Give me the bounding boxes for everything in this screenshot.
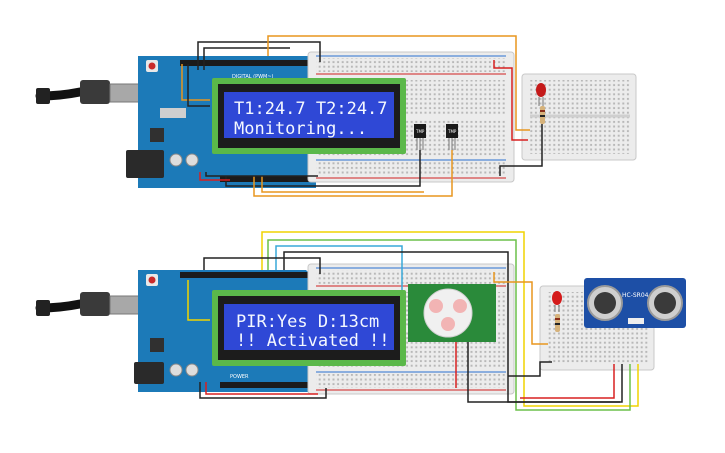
breadboard-small-top	[521, 73, 637, 161]
ultrasonic-sensor[interactable]: HC-SR04	[584, 278, 686, 328]
lcd-top-line2: Monitoring...	[234, 119, 367, 139]
lcd-bottom-line2: !! Activated !!	[236, 331, 390, 351]
lcd-top-line1: T1:24.7 T2:24.7	[234, 99, 388, 119]
lcd-bottom-line1: PIR:Yes D:13cm	[236, 312, 379, 332]
bottom-circuit: POWER	[35, 231, 686, 411]
ultrasonic-transducer-icon	[587, 285, 683, 321]
tmp36-sensor-icon[interactable]: TMP	[414, 124, 426, 150]
arduino-label: DIGITAL (PWM~)	[232, 74, 274, 80]
lcd-display-bottom: PIR:Yes D:13cm !! Activated !!	[212, 290, 406, 366]
tmp-label-2: TMP	[447, 129, 457, 134]
pir-dome-icon	[423, 288, 473, 338]
top-circuit: DIGITAL (PWM~)	[35, 35, 637, 197]
ultrasonic-model: HC-SR04	[622, 292, 649, 299]
lcd-display-top: T1:24.7 T2:24.7 Monitoring...	[212, 78, 406, 154]
resistor-icon	[555, 314, 560, 332]
led-red-icon[interactable]	[552, 291, 562, 312]
tmp36-sensor-icon[interactable]: TMP	[446, 124, 458, 150]
arduino-label-bottom: POWER	[230, 374, 249, 380]
led-red-icon[interactable]	[536, 83, 546, 106]
wires-bottom	[187, 231, 639, 411]
resistor-icon	[540, 106, 545, 124]
pir-sensor[interactable]	[408, 284, 496, 342]
tmp-label-1: TMP	[415, 129, 425, 134]
wires-top	[181, 35, 543, 197]
